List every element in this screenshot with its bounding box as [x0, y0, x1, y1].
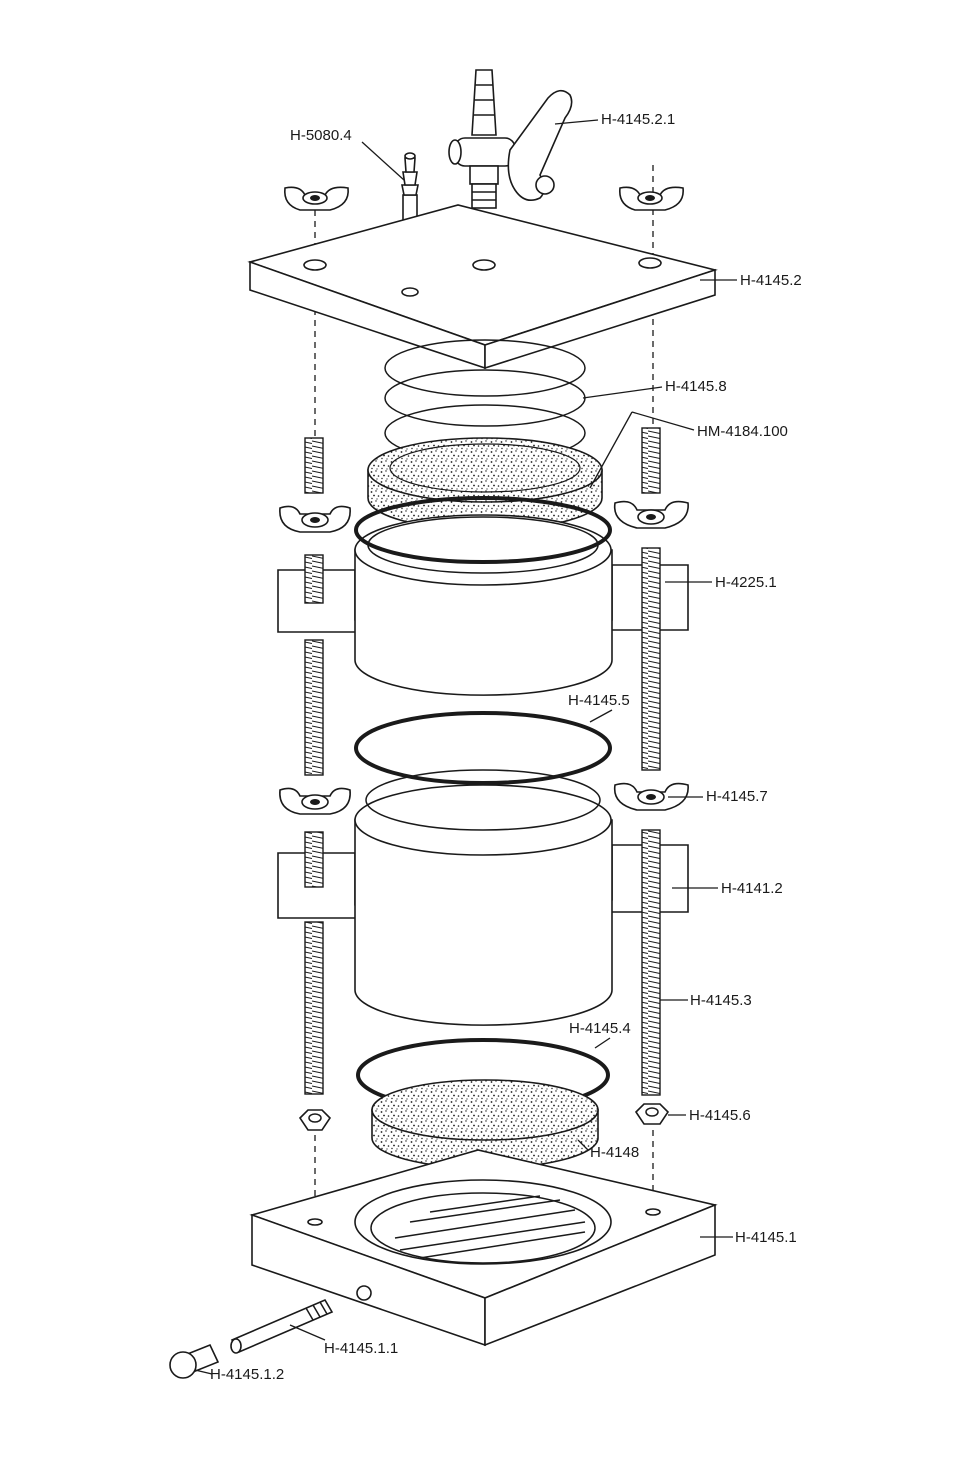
rod-right-lower — [642, 830, 660, 1095]
top-plate — [250, 205, 715, 368]
label-h-4141-2: H-4141.2 — [721, 880, 783, 897]
label-h-4145-8: H-4145.8 — [665, 378, 727, 395]
valve-stopcock — [449, 70, 572, 208]
o-ring-middle — [356, 713, 610, 783]
label-h-4145-2: H-4145.2 — [740, 272, 802, 289]
label-h-4145-3: H-4145.3 — [690, 992, 752, 1009]
label-h-4145-1-2: H-4145.1.2 — [210, 1366, 284, 1383]
stud-upper-left — [305, 438, 323, 493]
label-h-4145-2-1: H-4145.2.1 — [601, 111, 675, 128]
label-h-4145-1: H-4145.1 — [735, 1229, 797, 1246]
label-h-4148: H-4148 — [590, 1144, 639, 1161]
label-h-4145-6: H-4145.6 — [689, 1107, 751, 1124]
label-hm-4184-100: HM-4184.100 — [697, 423, 788, 440]
stud-upper-right — [642, 428, 660, 493]
drain-tube — [231, 1300, 332, 1353]
wing-nut-upper-right — [615, 502, 688, 528]
label-h-5080-4: H-5080.4 — [290, 127, 352, 144]
hex-nut-left — [300, 1110, 330, 1130]
label-h-4145-1-1: H-4145.1.1 — [324, 1340, 398, 1357]
wing-nut-top-right — [620, 187, 683, 210]
rod-left-lower — [305, 832, 323, 1094]
wing-nut-upper-left — [280, 506, 350, 532]
rod-left-upper — [305, 555, 323, 775]
label-h-4145-4: H-4145.4 — [569, 1020, 631, 1037]
hex-nut-right — [636, 1104, 668, 1124]
label-h-4145-7: H-4145.7 — [706, 788, 768, 805]
wing-nut-middle-left — [280, 788, 350, 814]
label-h-4225-1: H-4225.1 — [715, 574, 777, 591]
rod-right-upper — [642, 548, 660, 770]
wing-nut-top-left — [285, 187, 348, 210]
label-h-4145-5: H-4145.5 — [568, 692, 630, 709]
